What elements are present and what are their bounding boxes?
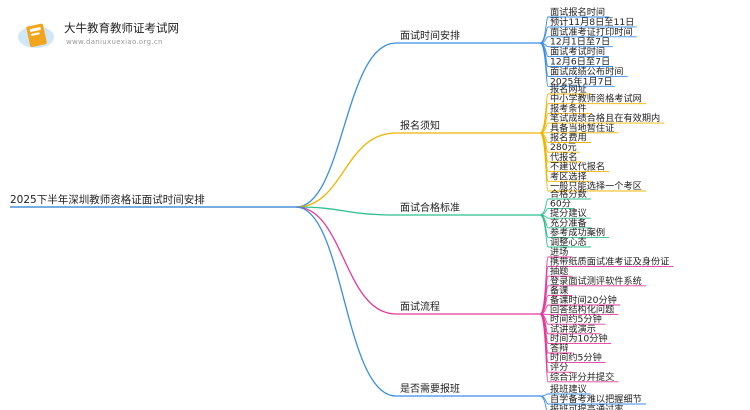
leaf-topic: 评分 bbox=[550, 362, 568, 373]
branch-connector bbox=[295, 132, 397, 208]
leaf-topic: 自学备考难以把握细节 bbox=[550, 393, 642, 405]
branch-connector bbox=[295, 206, 397, 315]
branch-connector bbox=[295, 42, 397, 208]
branch-topic: 面试流程 bbox=[400, 300, 440, 313]
leaf-topic: 考区选择 bbox=[550, 170, 587, 182]
leaf-topic: 60分 bbox=[550, 199, 571, 210]
leaf-topic: 280元 bbox=[550, 142, 577, 153]
leaf-connector bbox=[539, 395, 547, 410]
branch-topic: 报名须知 bbox=[400, 119, 440, 132]
leaf-topic: 预计11月8日至11日 bbox=[550, 16, 634, 28]
leaf-topic: 合格分数 bbox=[550, 188, 587, 200]
leaf-connector bbox=[539, 313, 549, 383]
leaf-topic: 报班可提高通过率 bbox=[550, 403, 624, 410]
root-topic: 2025下半年深圳教师资格证面试时间安排 bbox=[10, 193, 205, 206]
branch-connector bbox=[295, 206, 397, 216]
leaf-topic: 答辩 bbox=[550, 342, 568, 354]
branch-topic: 面试时间安排 bbox=[400, 29, 460, 42]
leaf-topic: 调整心态 bbox=[550, 236, 587, 248]
leaf-topic: 面试报名时间 bbox=[550, 6, 605, 18]
leaf-topic: 进场 bbox=[550, 247, 568, 258]
branch-topic: 是否需要报班 bbox=[400, 382, 460, 395]
leaf-topic: 时间约5分钟 bbox=[550, 352, 602, 364]
branch-topic: 面试合格标准 bbox=[400, 201, 460, 214]
leaf-topic: 备课时间20分钟 bbox=[550, 294, 617, 306]
leaf-topic: 代报名 bbox=[550, 151, 578, 163]
leaf-topic: 面试考试时间 bbox=[550, 46, 605, 58]
leaf-topic: 笔试成绩合格且在有效期内 bbox=[550, 112, 660, 124]
leaf-topic: 2025年1月7日 bbox=[550, 75, 613, 87]
leaf-connector bbox=[539, 26, 549, 44]
leaf-topic: 面试准考证打印时间 bbox=[550, 26, 633, 38]
leaf-topic: 提分建议 bbox=[550, 207, 587, 219]
logo: 大牛教育教师证考试网 www.daniuxuexiao.org.cn bbox=[12, 14, 202, 54]
brand-name: 大牛教育教师证考试网 bbox=[64, 21, 179, 35]
leaf-topic: 携带纸质面试准考证及身份证 bbox=[550, 256, 669, 268]
brand-url: www.daniuxuexiao.org.cn bbox=[66, 38, 163, 46]
leaf-topic: 中小学教师资格考试网 bbox=[550, 93, 642, 105]
leaf-topic: 抽题 bbox=[550, 265, 568, 277]
leaf-topic: 时间为10分钟 bbox=[550, 332, 608, 344]
leaf-topic: 12月6日至7日 bbox=[550, 57, 610, 68]
leaf-connector bbox=[539, 132, 549, 192]
branch-connector bbox=[295, 206, 397, 397]
leaf-connector bbox=[539, 42, 549, 87]
leaf-connector bbox=[539, 214, 549, 248]
leaf-topic: 备课 bbox=[550, 284, 568, 296]
leaf-topic: 具备当地暂住证 bbox=[550, 122, 614, 134]
leaf-topic: 参考成功案例 bbox=[550, 226, 605, 238]
leaf-topic: 报班建议 bbox=[550, 383, 587, 395]
leaf-topic: 时间约5分钟 bbox=[550, 313, 602, 325]
leaf-topic: 面试成绩公布时间 bbox=[550, 65, 624, 77]
leaf-topic: 回答结构化问题 bbox=[550, 304, 614, 316]
leaf-topic: 试讲或演示 bbox=[550, 323, 596, 335]
leaf-topic: 报考条件 bbox=[550, 102, 587, 114]
leaf-topic: 一般只能选择一个考区 bbox=[550, 180, 642, 192]
leaf-topic: 综合评分并提交 bbox=[550, 371, 614, 383]
book-logo-icon bbox=[18, 23, 54, 48]
leaf-connector bbox=[539, 198, 549, 216]
leaf-topic: 充分准备 bbox=[550, 217, 587, 229]
leaf-topic: 不建议代报名 bbox=[550, 161, 605, 173]
leaf-topic: 报名费用 bbox=[550, 132, 587, 144]
leaf-topic: 12月1日至7日 bbox=[550, 37, 610, 48]
leaf-topic: 报名网址 bbox=[550, 83, 587, 95]
leaf-topic: 登录面试测评软件系统 bbox=[550, 275, 642, 287]
